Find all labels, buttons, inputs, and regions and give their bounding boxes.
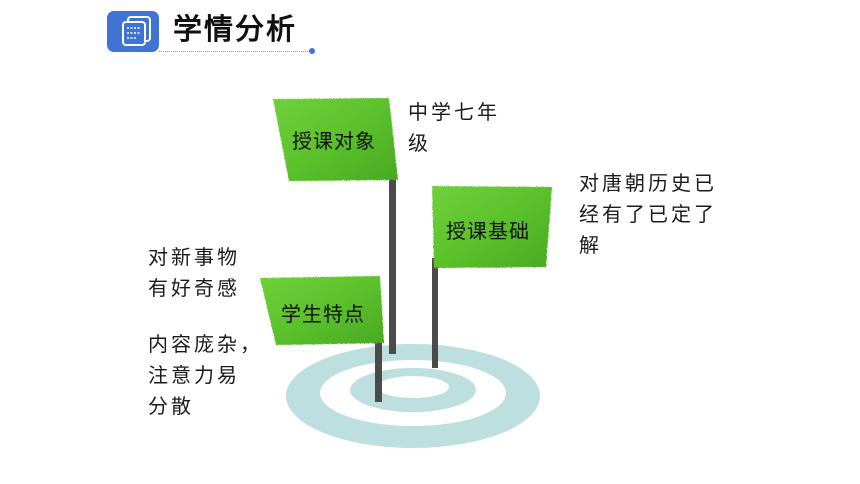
flag-teaching-target	[273, 98, 398, 181]
flag-label-teaching-basis: 授课基础	[446, 219, 530, 243]
flag-pole-teaching-target	[389, 170, 396, 354]
note-line: 有好奇感	[148, 276, 240, 300]
flag-teaching-basis	[432, 186, 552, 268]
note-spacer	[148, 304, 263, 329]
page-title: 学情分析	[173, 12, 298, 46]
flag-pole-teaching-basis	[432, 258, 438, 368]
note-line: 注意力易	[148, 363, 240, 387]
header-chat-icon	[107, 11, 159, 52]
flag-pole-student-traits	[375, 330, 382, 402]
note-teaching-basis: 对唐朝历史已 经有了已定了 解	[579, 168, 717, 261]
title-underline	[159, 51, 314, 52]
note-line: 经有了已定了	[579, 202, 717, 226]
note-line: 分散	[148, 394, 194, 418]
flag-label-teaching-target: 授课对象	[292, 129, 376, 153]
flag-student-traits	[260, 276, 384, 345]
flag-label-student-traits: 学生特点	[281, 302, 365, 326]
note-line: 内容庞杂，	[148, 332, 263, 356]
note-line: 解	[579, 233, 602, 257]
note-line: 中学七年	[408, 100, 500, 124]
note-line: 对唐朝历史已	[579, 171, 717, 195]
title-underline-dot	[309, 48, 315, 54]
target-rings	[286, 344, 540, 448]
note-teaching-target: 中学七年 级	[408, 97, 500, 159]
note-line: 级	[408, 131, 431, 155]
note-line: 对新事物	[148, 245, 240, 269]
note-student-traits: 对新事物 有好奇感 内容庞杂， 注意力易 分散	[148, 242, 263, 422]
